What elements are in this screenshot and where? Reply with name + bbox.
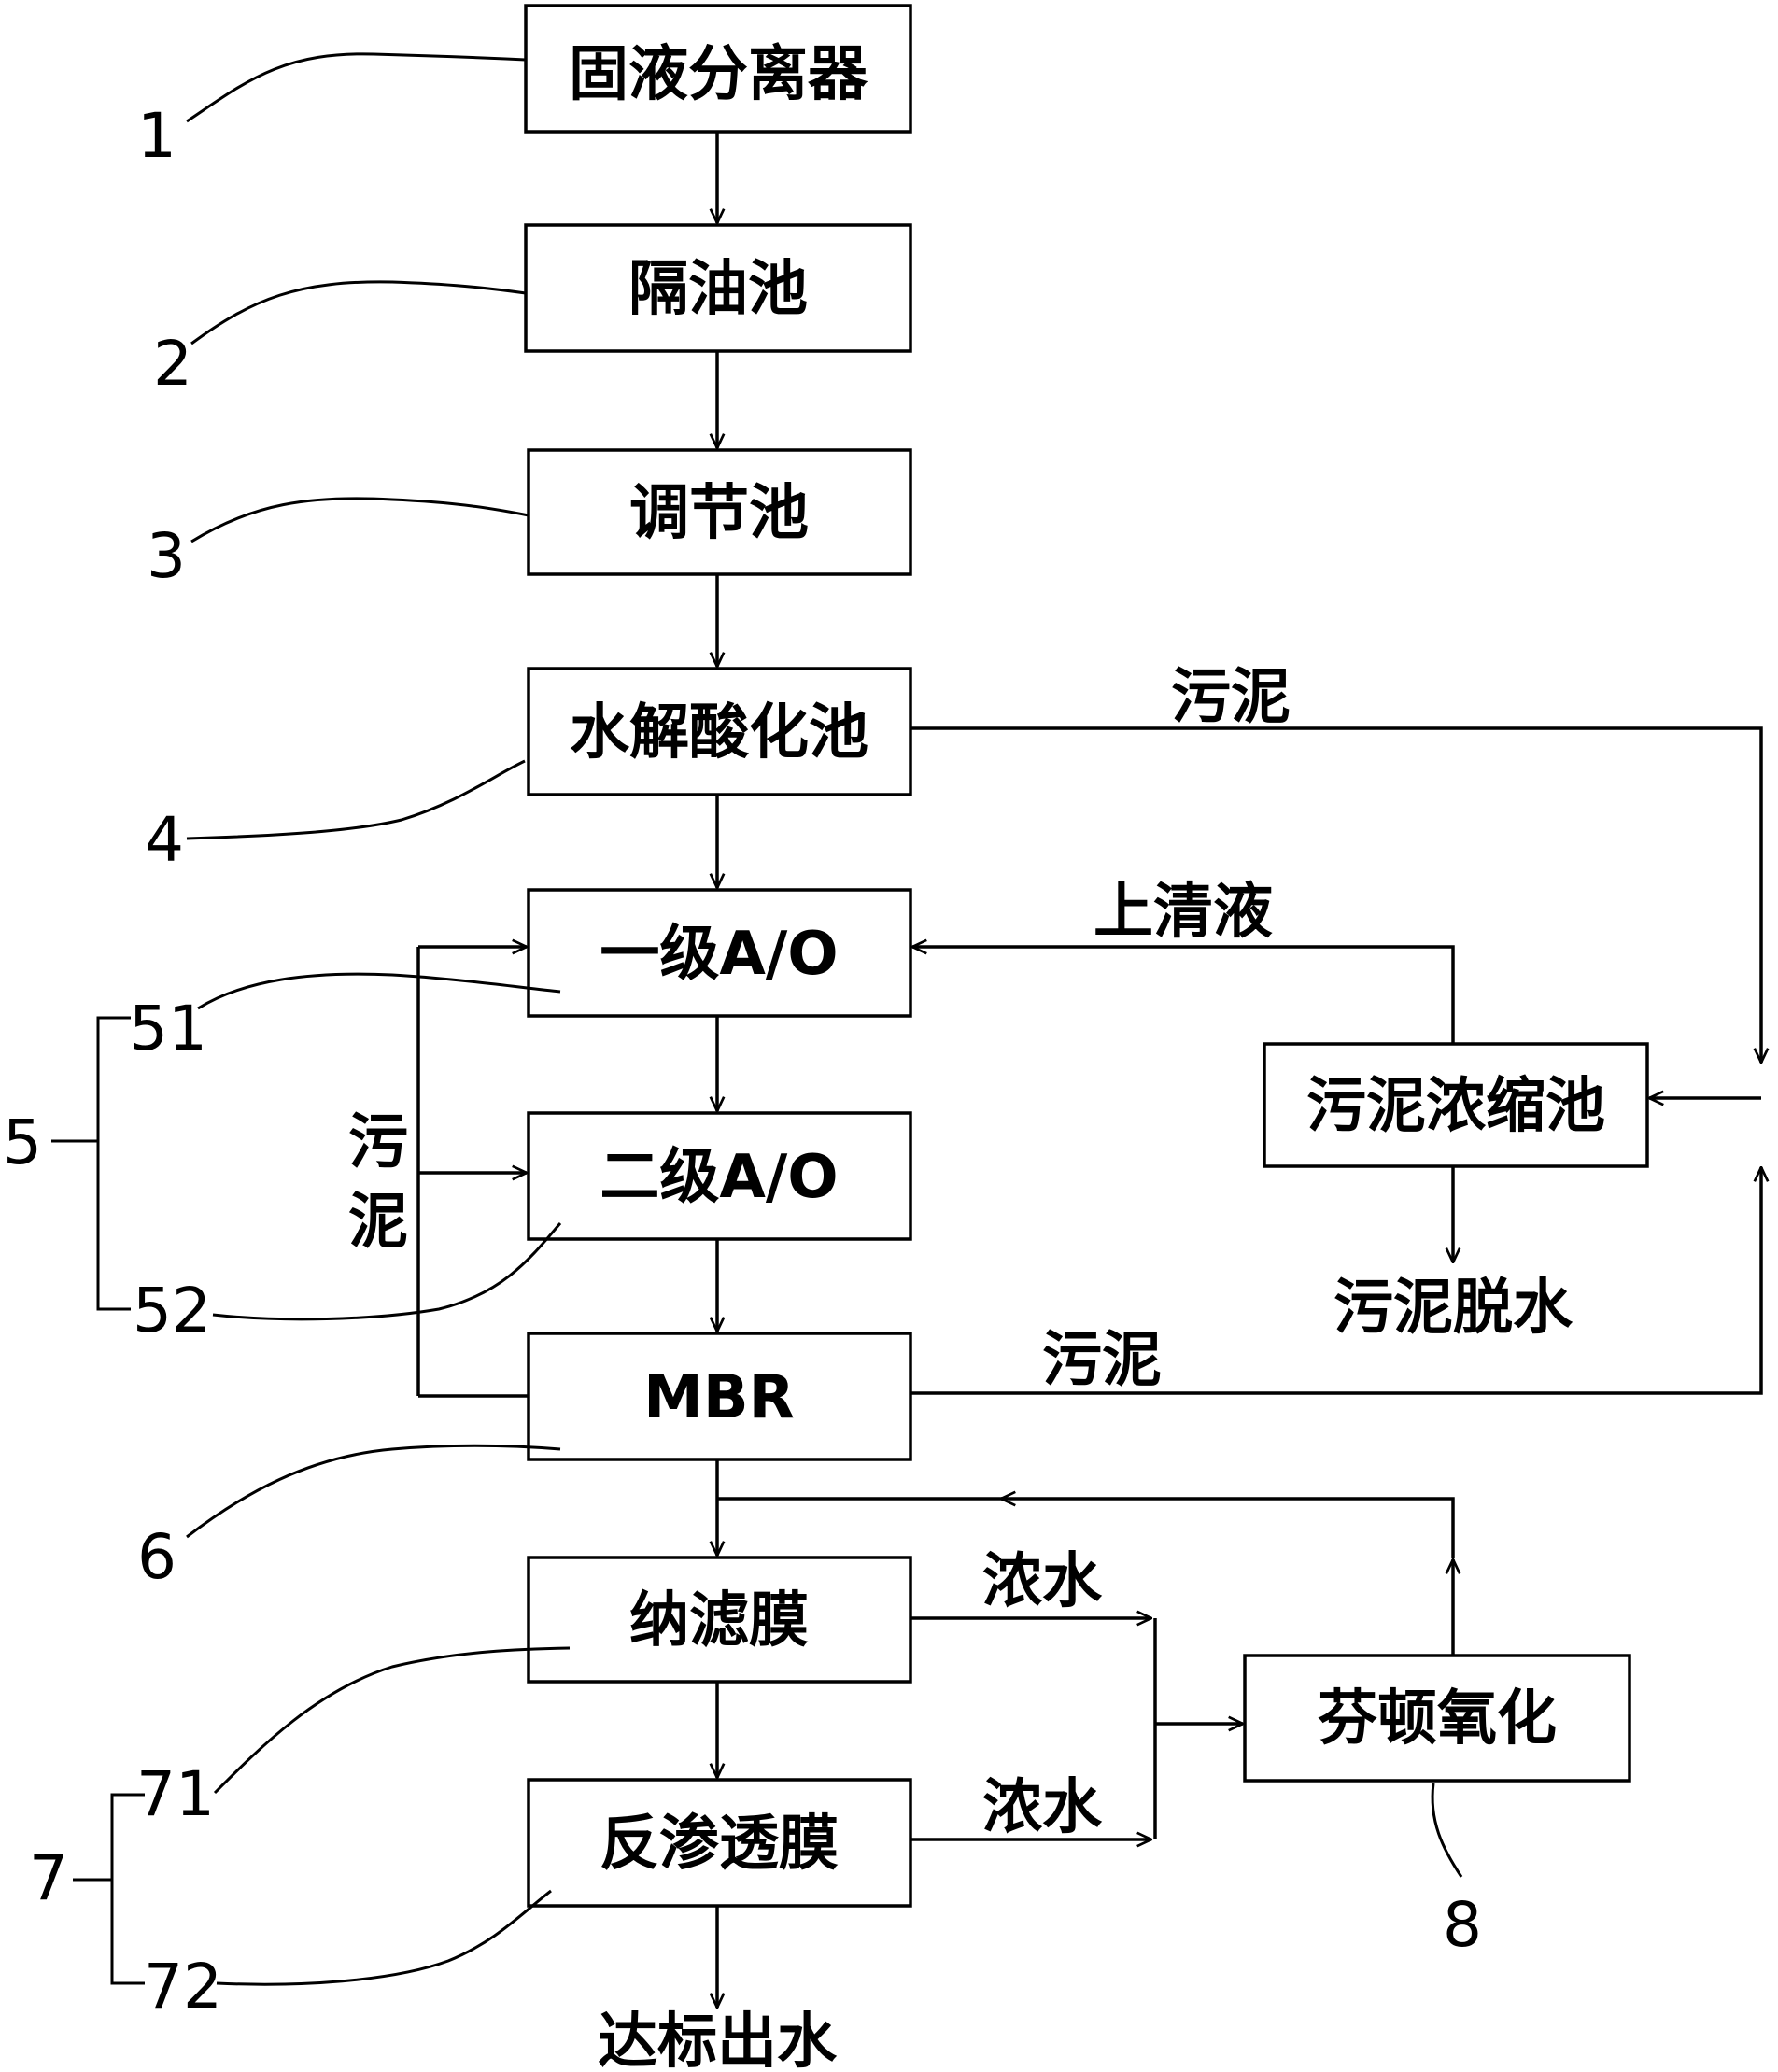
box-fenton-oxidation-label: 芬顿氧化 [1318, 1684, 1557, 1754]
leader-52 [212, 1222, 562, 1321]
ref-3: 3 [147, 520, 186, 592]
concentrate-lines [717, 1499, 1453, 1839]
leader-3 [190, 497, 529, 543]
line-supernatant-return [912, 947, 1455, 1044]
box-primary-ao-label: 一级A/O [600, 920, 838, 989]
box-regulating-tank-label: 调节池 [629, 479, 809, 548]
bracket-7 [110, 1793, 145, 1985]
label-sludge-dewatering: 污泥脱水 [1334, 1274, 1573, 1343]
box-nanofiltration-membrane: 纳滤膜 [527, 1556, 912, 1684]
box-solid-liquid-separator: 固液分离器 [524, 4, 912, 134]
leader-4 [186, 759, 526, 840]
label-sludge-return-bottom: 泥 [348, 1188, 408, 1257]
leader-71 [213, 1646, 571, 1795]
box-solid-liquid-separator-label: 固液分离器 [569, 40, 868, 109]
label-concentrate-nf: 浓水 [982, 1547, 1103, 1616]
box-mbr: MBR [527, 1332, 912, 1461]
ref-1: 1 [137, 100, 176, 172]
box-reverse-osmosis-membrane: 反渗透膜 [527, 1778, 912, 1908]
box-fenton-oxidation: 芬顿氧化 [1243, 1654, 1631, 1783]
sludge-return-left [416, 947, 529, 1398]
box-nanofiltration-membrane-label: 纳滤膜 [629, 1586, 809, 1656]
line-fenton-recycle [1001, 1499, 1455, 1558]
ref-6: 6 [137, 1521, 176, 1593]
box-mbr-label: MBR [643, 1363, 795, 1432]
box-hydrolysis-acidification-tank: 水解酸化池 [527, 667, 912, 796]
box-regulating-tank: 调节池 [527, 448, 912, 576]
label-effluent: 达标出水 [598, 2008, 838, 2072]
box-sludge-thickening-tank: 污泥浓缩池 [1263, 1042, 1649, 1168]
ref-2: 2 [153, 328, 192, 400]
box-primary-ao: 一级A/O [527, 888, 912, 1018]
line-sludge-hydrolysis [910, 726, 1761, 1063]
ref-52: 52 [133, 1275, 211, 1346]
ref-5: 5 [3, 1106, 42, 1178]
box-oil-separation-tank-label: 隔油池 [628, 255, 808, 324]
leader-6 [186, 1444, 561, 1539]
box-hydrolysis-acidification-tank-label: 水解酸化池 [570, 698, 868, 768]
leader-8 [1431, 1783, 1463, 1878]
ref-72: 72 [144, 1951, 222, 2023]
ref-71: 71 [136, 1758, 215, 1830]
leader-2 [190, 280, 527, 345]
leader-72 [216, 1889, 552, 1986]
ref-4: 4 [145, 804, 184, 876]
label-sludge-hydrolysis: 污泥 [1171, 663, 1291, 732]
box-sludge-thickening-tank-label: 污泥浓缩池 [1306, 1072, 1605, 1141]
label-sludge-return-top: 污 [348, 1108, 408, 1177]
box-secondary-ao: 二级A/O [527, 1111, 912, 1241]
leader-51 [197, 972, 561, 1010]
bracket-5 [96, 1016, 131, 1311]
ref-7: 7 [29, 1842, 68, 1914]
label-concentrate-ro: 浓水 [982, 1773, 1103, 1842]
ref-8: 8 [1443, 1889, 1482, 1961]
ref-51: 51 [129, 993, 207, 1064]
box-reverse-osmosis-membrane-label: 反渗透膜 [600, 1810, 839, 1879]
line-sludge-mbr [910, 1167, 1761, 1395]
box-oil-separation-tank: 隔油池 [524, 223, 912, 353]
box-secondary-ao-label: 二级A/O [600, 1143, 838, 1212]
leader-1 [186, 52, 527, 123]
sludge-lines-right [910, 726, 1761, 1395]
label-supernatant: 上清液 [1094, 878, 1273, 947]
reference-leaders [51, 52, 1463, 1986]
label-sludge-mbr: 污泥 [1042, 1326, 1162, 1395]
